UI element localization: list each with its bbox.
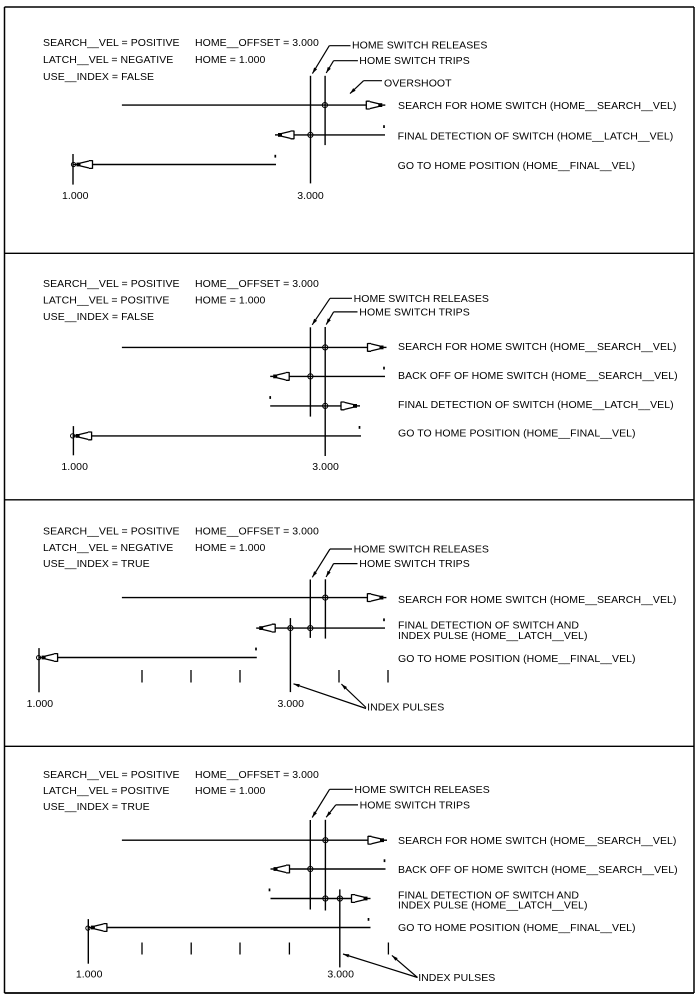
svg-text:HOME__OFFSET = 3.000: HOME__OFFSET = 3.000 xyxy=(195,769,319,781)
svg-text:FINAL DETECTION OF SWITCH (HOM: FINAL DETECTION OF SWITCH (HOME__LATCH__… xyxy=(398,130,674,142)
svg-text:HOME SWITCH TRIPS: HOME SWITCH TRIPS xyxy=(360,799,471,811)
svg-text:HOME = 1.000: HOME = 1.000 xyxy=(195,54,266,66)
svg-text:1.000: 1.000 xyxy=(62,190,89,202)
svg-text:SEARCH FOR HOME SWITCH (HOME__: SEARCH FOR HOME SWITCH (HOME__SEARCH__VE… xyxy=(398,835,676,847)
svg-text:BACK OFF OF HOME SWITCH (HOME_: BACK OFF OF HOME SWITCH (HOME__SEARCH__V… xyxy=(398,864,678,876)
svg-text:HOME SWITCH RELEASES: HOME SWITCH RELEASES xyxy=(354,293,489,305)
svg-text:OVERSHOOT: OVERSHOOT xyxy=(384,78,452,90)
svg-text:BACK OFF OF HOME SWITCH (HOME_: BACK OFF OF HOME SWITCH (HOME__SEARCH__V… xyxy=(398,370,678,382)
svg-text:SEARCH FOR HOME SWITCH (HOME__: SEARCH FOR HOME SWITCH (HOME__SEARCH__VE… xyxy=(398,594,676,606)
svg-text:GO TO HOME POSITION (HOME__FIN: GO TO HOME POSITION (HOME__FINAL__VEL) xyxy=(398,922,636,934)
svg-text:SEARCH__VEL = POSITIVE: SEARCH__VEL = POSITIVE xyxy=(43,769,180,781)
svg-text:3.000: 3.000 xyxy=(297,190,324,202)
svg-text:GO TO HOME POSITION (HOME__FIN: GO TO HOME POSITION (HOME__FINAL__VEL) xyxy=(398,428,636,440)
svg-text:GO TO HOME POSITION (HOME__FIN: GO TO HOME POSITION (HOME__FINAL__VEL) xyxy=(398,653,636,665)
svg-text:1.000: 1.000 xyxy=(27,698,54,710)
svg-text:HOME SWITCH RELEASES: HOME SWITCH RELEASES xyxy=(354,544,489,556)
svg-text:1.000: 1.000 xyxy=(61,461,88,473)
svg-text:3.000: 3.000 xyxy=(327,969,354,981)
svg-text:LATCH__VEL = NEGATIVE: LATCH__VEL = NEGATIVE xyxy=(43,542,173,554)
svg-text:FINAL DETECTION OF SWITCH (HOM: FINAL DETECTION OF SWITCH (HOME__LATCH__… xyxy=(398,399,674,411)
svg-text:HOME SWITCH TRIPS: HOME SWITCH TRIPS xyxy=(359,558,470,570)
svg-text:LATCH__VEL = POSITIVE: LATCH__VEL = POSITIVE xyxy=(43,295,169,307)
svg-text:3.000: 3.000 xyxy=(278,698,305,710)
svg-text:SEARCH FOR HOME SWITCH (HOME__: SEARCH FOR HOME SWITCH (HOME__SEARCH__VE… xyxy=(398,341,676,353)
svg-text:SEARCH FOR HOME SWITCH (HOME__: SEARCH FOR HOME SWITCH (HOME__SEARCH__VE… xyxy=(398,100,676,112)
svg-text:SEARCH__VEL = POSITIVE: SEARCH__VEL = POSITIVE xyxy=(43,278,180,290)
svg-text:GO TO HOME POSITION (HOME__FIN: GO TO HOME POSITION (HOME__FINAL__VEL) xyxy=(398,160,636,172)
svg-text:HOME__OFFSET = 3.000: HOME__OFFSET = 3.000 xyxy=(195,278,319,290)
svg-text:HOME SWITCH RELEASES: HOME SWITCH RELEASES xyxy=(352,39,487,51)
svg-text:HOME = 1.000: HOME = 1.000 xyxy=(195,295,266,307)
svg-text:INDEX PULSES: INDEX PULSES xyxy=(367,702,444,714)
svg-text:LATCH__VEL = NEGATIVE: LATCH__VEL = NEGATIVE xyxy=(43,54,173,66)
svg-text:HOME = 1.000: HOME = 1.000 xyxy=(195,785,266,797)
svg-text:FINAL DETECTION OF SWITCH AND: FINAL DETECTION OF SWITCH AND xyxy=(398,620,579,632)
svg-text:FINAL DETECTION OF SWITCH AND: FINAL DETECTION OF SWITCH AND xyxy=(398,889,579,901)
svg-text:HOME SWITCH TRIPS: HOME SWITCH TRIPS xyxy=(359,55,470,67)
svg-text:HOME__OFFSET = 3.000: HOME__OFFSET = 3.000 xyxy=(195,526,319,538)
svg-text:LATCH__VEL = POSITIVE: LATCH__VEL = POSITIVE xyxy=(43,785,169,797)
svg-text:USE__INDEX = FALSE: USE__INDEX = FALSE xyxy=(43,71,154,83)
svg-text:USE__INDEX = TRUE: USE__INDEX = TRUE xyxy=(43,558,150,570)
svg-text:3.000: 3.000 xyxy=(312,461,339,473)
svg-text:USE__INDEX = FALSE: USE__INDEX = FALSE xyxy=(43,311,154,323)
svg-text:USE__INDEX = TRUE: USE__INDEX = TRUE xyxy=(43,801,150,813)
svg-text:1.000: 1.000 xyxy=(76,969,103,981)
svg-text:HOME SWITCH TRIPS: HOME SWITCH TRIPS xyxy=(359,306,470,318)
svg-text:HOME = 1.000: HOME = 1.000 xyxy=(195,542,266,554)
svg-text:HOME__OFFSET = 3.000: HOME__OFFSET = 3.000 xyxy=(195,37,319,49)
svg-text:INDEX PULSE (HOME__LATCH__VEL): INDEX PULSE (HOME__LATCH__VEL) xyxy=(398,900,588,912)
svg-text:INDEX PULSE (HOME__LATCH__VEL): INDEX PULSE (HOME__LATCH__VEL) xyxy=(398,630,588,642)
svg-text:SEARCH__VEL = POSITIVE: SEARCH__VEL = POSITIVE xyxy=(43,37,180,49)
svg-text:HOME SWITCH RELEASES: HOME SWITCH RELEASES xyxy=(354,784,489,796)
svg-text:INDEX PULSES: INDEX PULSES xyxy=(418,972,495,984)
svg-text:SEARCH__VEL = POSITIVE: SEARCH__VEL = POSITIVE xyxy=(43,526,180,538)
